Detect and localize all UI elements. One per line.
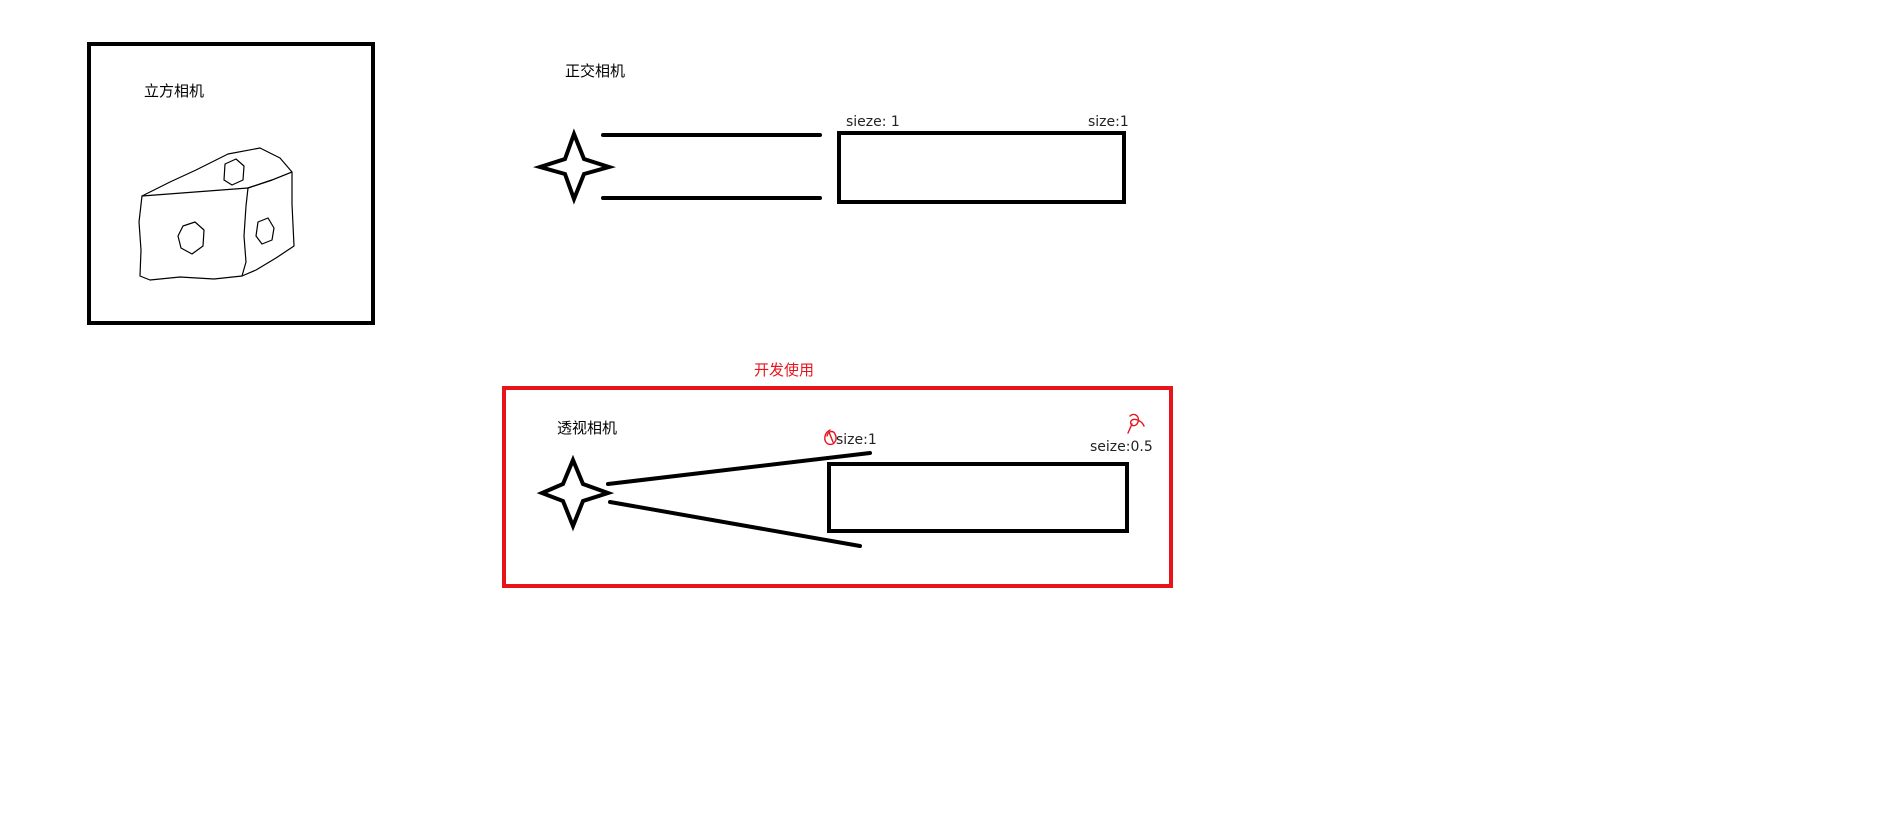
ortho-view-volume-box bbox=[837, 131, 1126, 204]
perspective-frustum-top-line bbox=[606, 451, 872, 486]
perspective-view-volume-box bbox=[827, 462, 1129, 533]
cube-camera-panel: 立方相机 bbox=[87, 42, 375, 325]
cube-sketch-icon bbox=[138, 147, 295, 281]
perspective-camera-star-icon bbox=[536, 454, 615, 532]
dev-section-title: 开发使用 bbox=[754, 361, 814, 379]
red-scribble-mark-near bbox=[824, 429, 837, 446]
dev-section-frame bbox=[502, 386, 1173, 588]
red-scribble-mark-far bbox=[1127, 413, 1145, 434]
ortho-near-size-label: sieze: 1 bbox=[846, 114, 900, 130]
ortho-far-size-label: size:1 bbox=[1088, 114, 1129, 130]
ortho-camera-title: 正交相机 bbox=[565, 62, 625, 80]
cube-camera-title: 立方相机 bbox=[144, 82, 204, 100]
perspective-near-size-label: size:1 bbox=[836, 432, 877, 448]
perspective-camera-diagram: 透视相机 size:1 seize:0.5 bbox=[536, 413, 1153, 548]
dev-section: 开发使用 透视相机 size:1 seize:0.5 bbox=[502, 361, 1173, 588]
cube-camera-frame bbox=[87, 42, 375, 325]
perspective-camera-title: 透视相机 bbox=[557, 419, 617, 437]
ortho-camera-star-icon bbox=[533, 128, 616, 205]
perspective-far-size-label: seize:0.5 bbox=[1090, 439, 1153, 455]
perspective-frustum-bottom-line bbox=[608, 500, 862, 548]
ortho-camera-diagram: 正交相机 sieze: 1 size:1 bbox=[533, 62, 1129, 205]
